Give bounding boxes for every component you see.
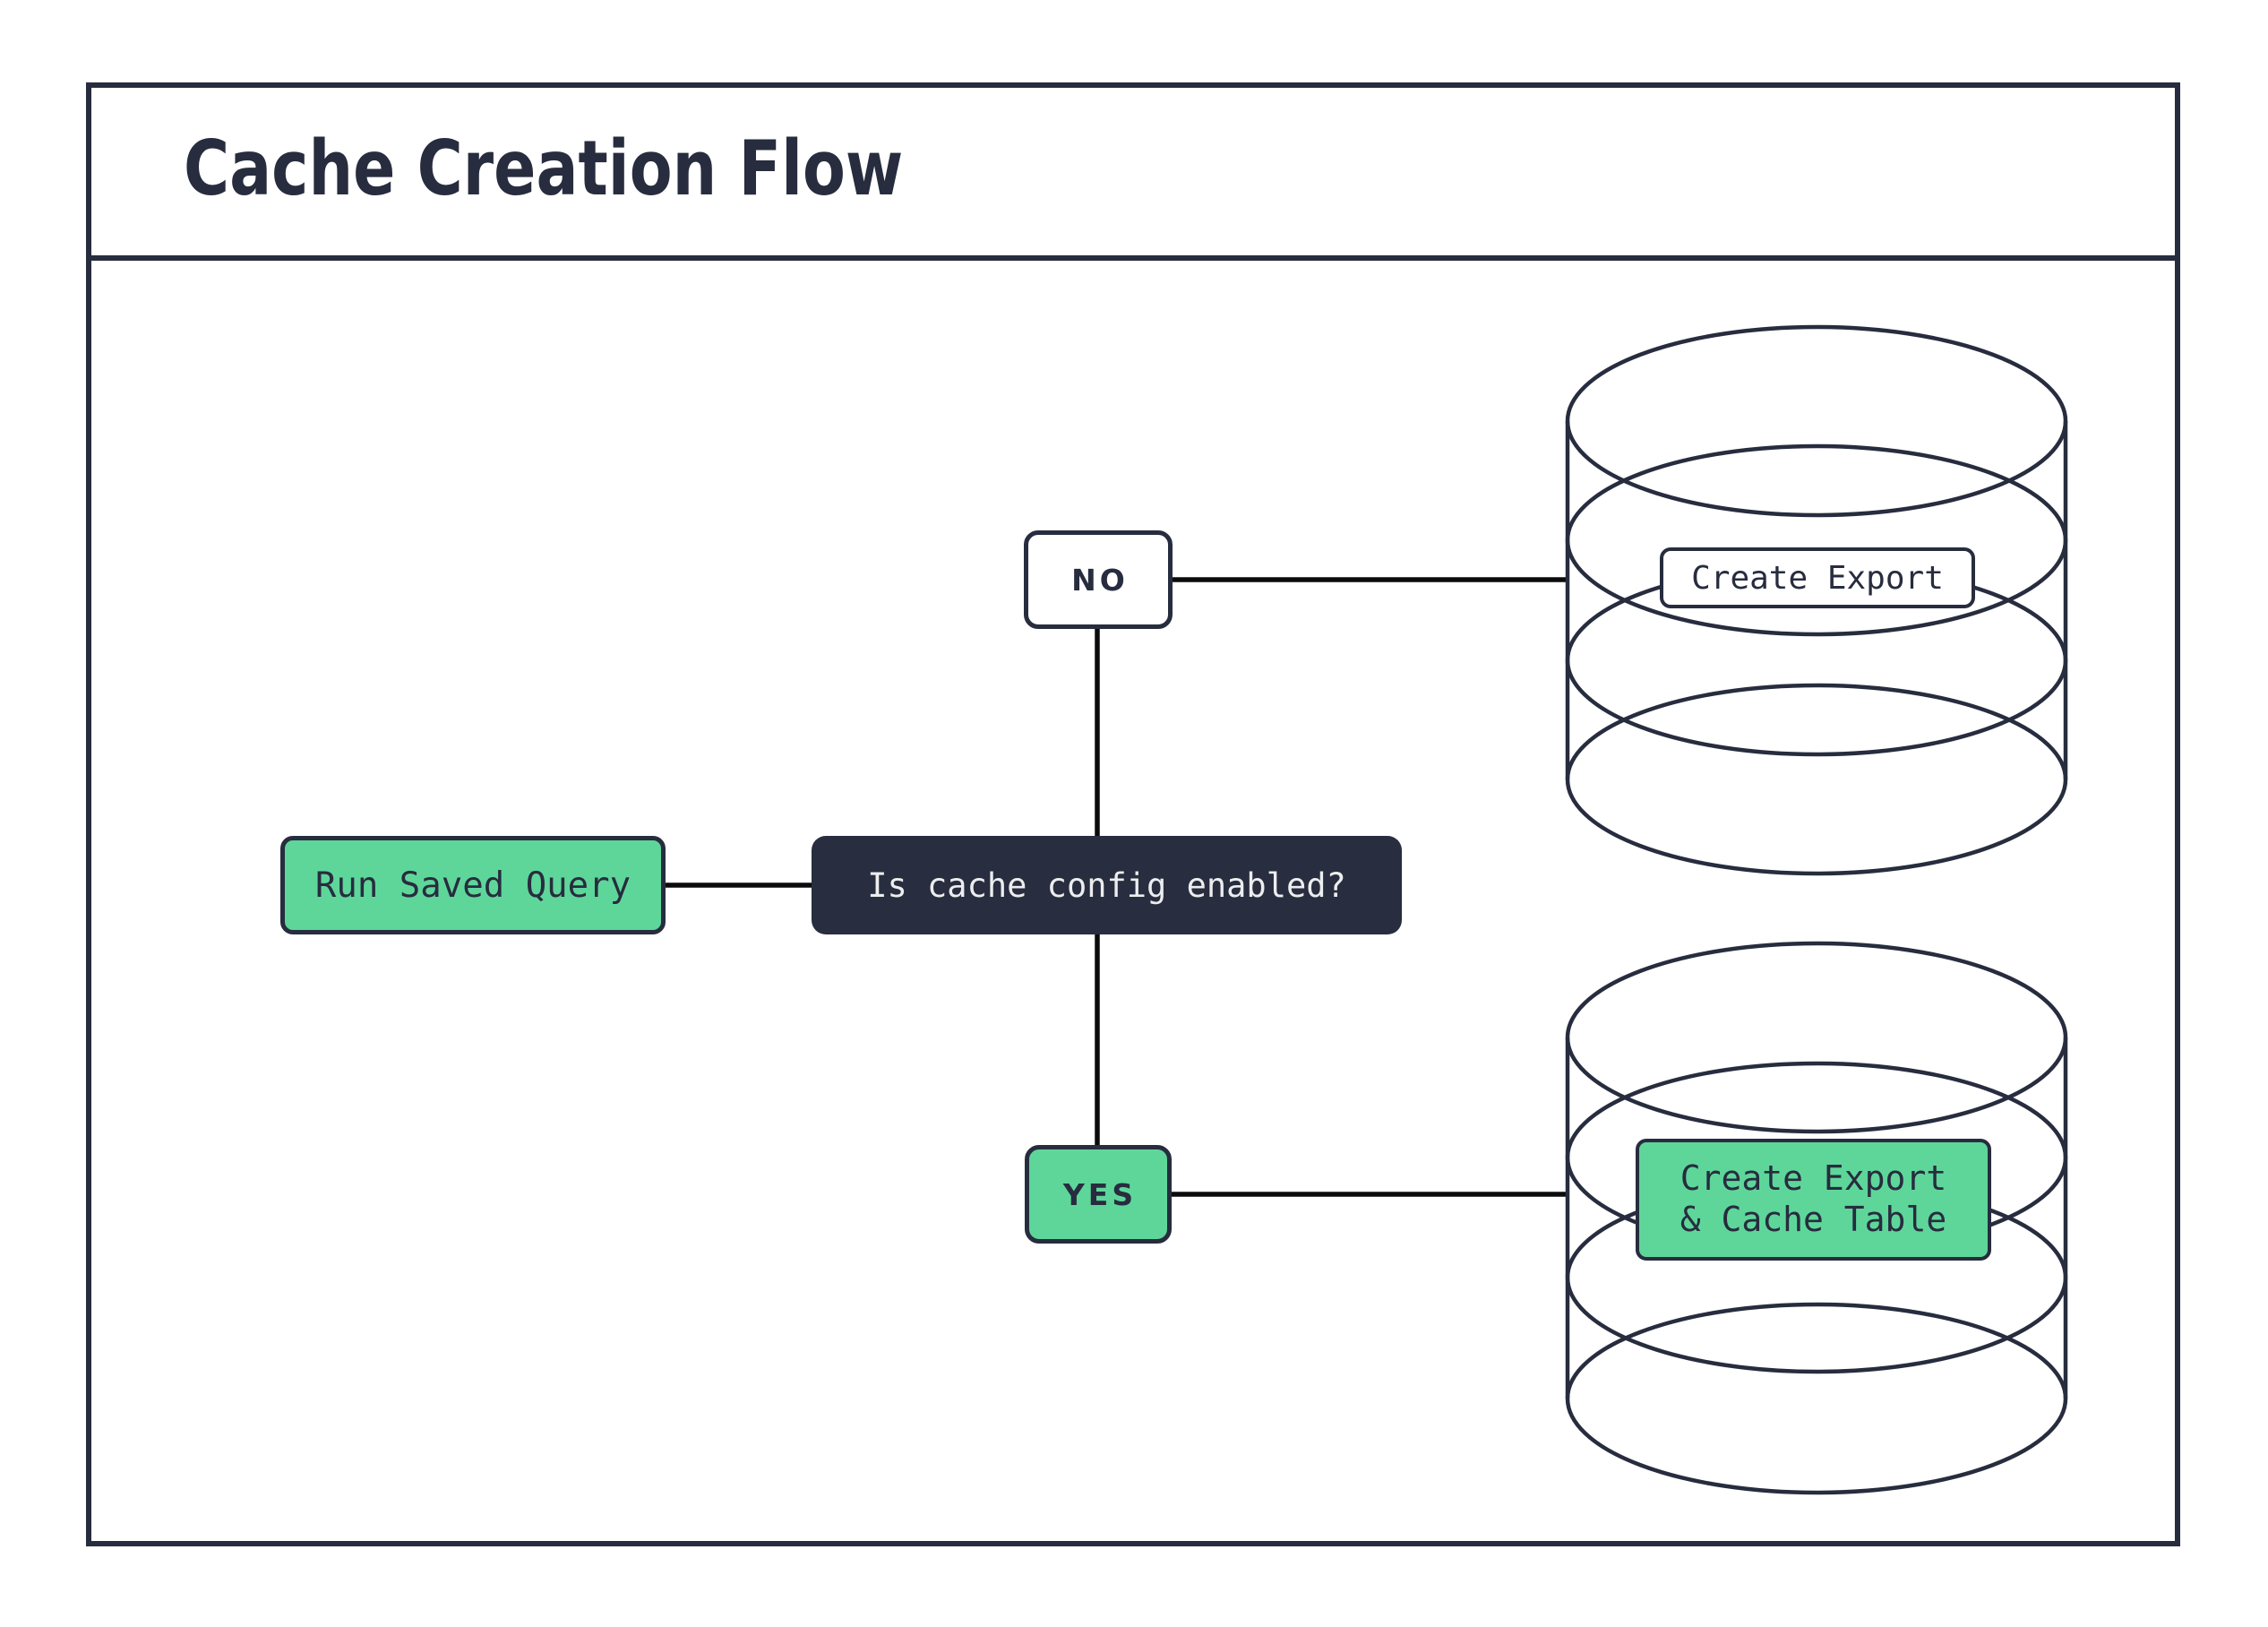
create-export-cache-line2: & Cache Table: [1680, 1200, 1947, 1239]
create-export-label-text: Create Export: [1691, 559, 1944, 597]
yes-branch-node: YES: [1025, 1145, 1172, 1244]
create-export-label: Create Export: [1660, 547, 1975, 608]
create-export-cache-line1: Create Export: [1680, 1158, 1947, 1199]
start-node-label: Run Saved Query: [314, 865, 631, 906]
diagram-frame: [86, 82, 2180, 1546]
title-bar: Cache Creation Flow: [86, 82, 2180, 261]
yes-branch-label: YES: [1062, 1176, 1138, 1212]
create-export-cache-label: Create Export & Cache Table: [1636, 1139, 1991, 1261]
start-node: Run Saved Query: [280, 836, 666, 934]
decision-node: Is cache config enabled?: [812, 836, 1402, 934]
decision-node-label: Is cache config enabled?: [867, 865, 1346, 905]
page-title: Cache Creation Flow: [184, 125, 904, 213]
no-branch-node: NO: [1024, 530, 1173, 629]
no-branch-label: NO: [1071, 562, 1129, 598]
